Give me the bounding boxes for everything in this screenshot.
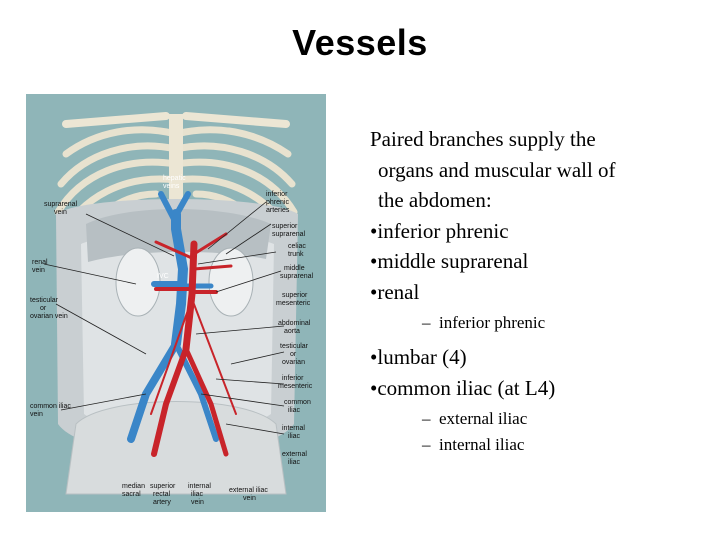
sub-bullet-label: external iliac — [439, 409, 528, 428]
bullet-item: •common iliac (at L4) — [370, 373, 710, 404]
sub-bullet-label: inferior phrenic — [439, 313, 546, 332]
bullet-label: renal — [377, 279, 420, 304]
dash-glyph: – — [422, 313, 431, 332]
intro-line: the abdomen: — [378, 188, 492, 212]
sub-bullet-item: – inferior phrenic — [370, 310, 710, 336]
bullet-item: •lumbar (4) — [370, 342, 710, 373]
bullet-label: common iliac (at L4) — [377, 375, 556, 400]
bullet-item: •renal — [370, 277, 710, 308]
intro-line: Paired branches supply the — [370, 127, 596, 151]
dash-glyph: – — [422, 435, 431, 454]
sternum — [169, 114, 183, 209]
slide-title: Vessels — [292, 22, 428, 63]
intro-line: organs and muscular wall of — [378, 157, 616, 182]
bullet-glyph: • — [370, 375, 378, 400]
bullet-glyph: • — [370, 218, 378, 243]
label-ivc: IVC — [157, 273, 169, 280]
bullet-glyph: • — [370, 279, 378, 304]
pelvis — [65, 401, 287, 495]
sub-bullet-item: – internal iliac — [370, 432, 710, 458]
bullet-label: inferior phrenic — [377, 218, 509, 243]
bullet-glyph: • — [370, 249, 378, 273]
bullet-text: Paired branches supply the organs and mu… — [370, 124, 710, 458]
bullet-label: lumbar (4) — [377, 345, 467, 369]
arteries — [150, 232, 237, 457]
bullet-item: •inferior phrenic — [370, 216, 710, 247]
sub-bullet-item: – external iliac — [370, 406, 710, 432]
right-kidney — [208, 247, 254, 317]
dash-glyph: – — [422, 409, 431, 428]
bullet-item: •middle suprarenal — [370, 246, 710, 277]
sub-bullet-label: internal iliac — [439, 435, 525, 454]
bullet-label: middle suprarenal — [377, 249, 529, 273]
bullet-glyph: • — [370, 345, 378, 369]
